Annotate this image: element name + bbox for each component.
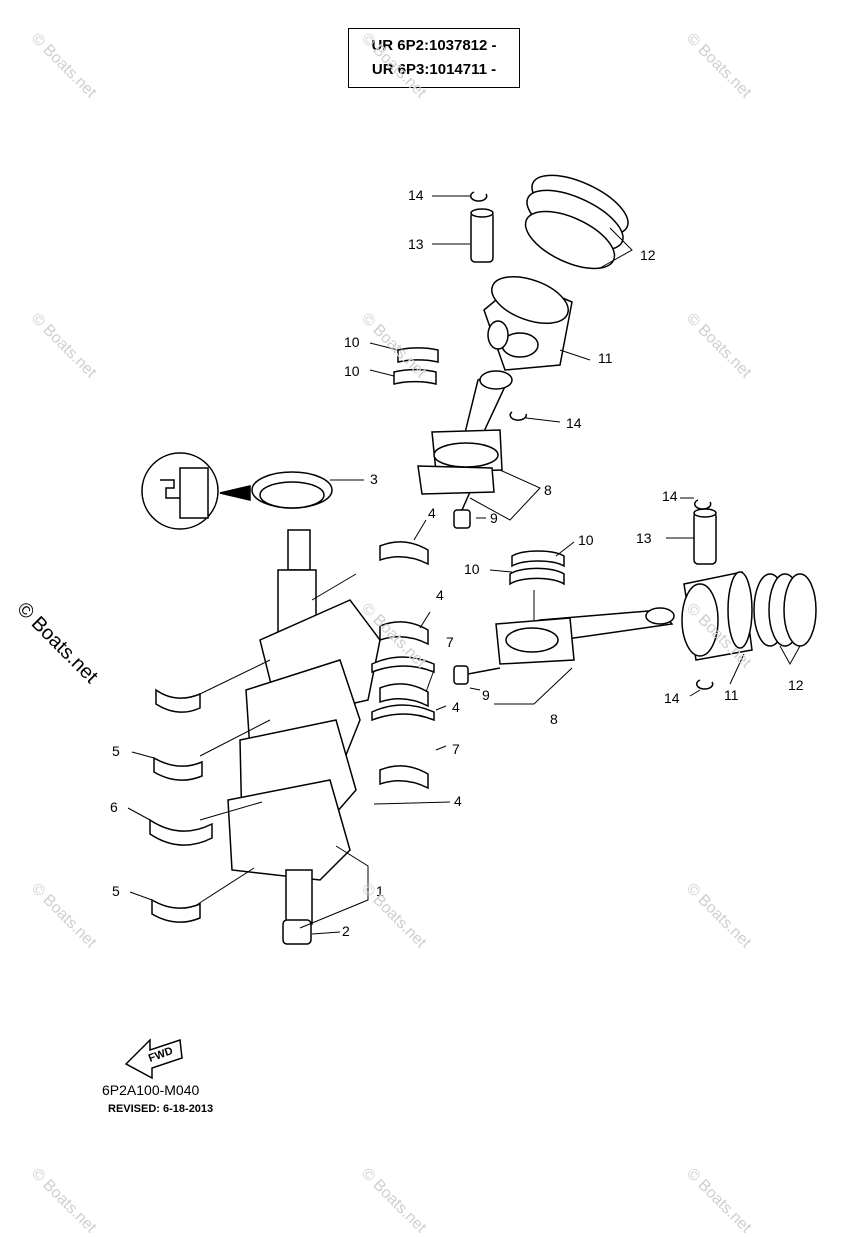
thrust-washer-2[interactable] bbox=[371, 704, 435, 722]
callout-10: 10 bbox=[344, 334, 360, 350]
piston-pin-upper[interactable] bbox=[470, 208, 494, 263]
connecting-rod-lower[interactable] bbox=[495, 607, 675, 665]
callout-13: 13 bbox=[408, 236, 424, 252]
piston-lower[interactable] bbox=[681, 571, 753, 661]
callout-14: 14 bbox=[566, 415, 582, 431]
callout-2: 2 bbox=[342, 923, 350, 939]
piston-pin-clip-upper-top[interactable] bbox=[469, 191, 488, 202]
main-bearing-3[interactable] bbox=[379, 683, 429, 708]
lower-main-bearing-5c[interactable] bbox=[151, 898, 201, 923]
callout-11: 11 bbox=[724, 687, 739, 703]
lower-main-bearing-5a[interactable] bbox=[155, 688, 201, 713]
bearing-upper-pair[interactable] bbox=[393, 347, 439, 385]
piston-pin-lower[interactable] bbox=[693, 508, 717, 565]
callout-14: 14 bbox=[408, 187, 424, 203]
serial-range-box: UR 6P2:1037812 - UR 6P3:1014711 - bbox=[348, 28, 520, 88]
callout-9: 9 bbox=[482, 687, 490, 703]
callout-4: 4 bbox=[436, 587, 444, 603]
callout-4: 4 bbox=[452, 699, 460, 715]
callout-14: 14 bbox=[662, 488, 678, 504]
fwd-arrow bbox=[124, 1038, 183, 1080]
callout-13: 13 bbox=[636, 530, 652, 546]
serial-line-6p2: UR 6P2:1037812 - bbox=[371, 37, 497, 54]
lower-main-bearing-5b[interactable] bbox=[153, 756, 203, 781]
callout-7: 7 bbox=[446, 634, 454, 650]
main-bearing-1[interactable] bbox=[379, 541, 429, 566]
main-bearing-4[interactable] bbox=[379, 765, 429, 790]
crank-gear[interactable] bbox=[282, 919, 312, 945]
inset-pointer bbox=[219, 485, 251, 501]
piston-ring-set-upper[interactable] bbox=[517, 163, 636, 280]
callout-10: 10 bbox=[464, 561, 480, 577]
lower-main-bearing-6[interactable] bbox=[149, 818, 213, 846]
crankshaft[interactable] bbox=[227, 529, 381, 925]
serial-line-6p3: UR 6P3:1014711 - bbox=[371, 61, 497, 78]
connecting-rod-upper[interactable] bbox=[417, 370, 513, 495]
piston-pin-clip-upper-bottom[interactable] bbox=[509, 411, 527, 421]
callout-1: 1 bbox=[376, 883, 384, 899]
callout-5: 5 bbox=[112, 883, 120, 899]
thrust-washer-1[interactable] bbox=[371, 656, 435, 674]
piston-pin-clip-lower-top[interactable] bbox=[693, 499, 712, 510]
callout-10: 10 bbox=[344, 363, 360, 379]
main-bearing-2[interactable] bbox=[379, 621, 429, 646]
callout-5: 5 bbox=[112, 743, 120, 759]
callout-7: 7 bbox=[452, 741, 460, 757]
oil-seal[interactable] bbox=[251, 471, 333, 509]
parts-diagram: 14 13 12 11 10 10 14 3 8 9 4 14 13 10 10… bbox=[110, 163, 817, 1080]
leader-lines bbox=[127, 195, 801, 935]
piston-upper[interactable] bbox=[483, 268, 574, 371]
callout-6: 6 bbox=[110, 799, 118, 815]
callout-12: 12 bbox=[788, 677, 804, 693]
piston-pin-clip-lower-bottom[interactable] bbox=[695, 679, 714, 690]
callout-4: 4 bbox=[454, 793, 462, 809]
callout-4: 4 bbox=[428, 505, 436, 521]
callout-3: 3 bbox=[370, 471, 378, 487]
callout-8: 8 bbox=[544, 482, 552, 498]
callout-12: 12 bbox=[640, 247, 656, 263]
bearing-lower-pair[interactable] bbox=[509, 550, 565, 586]
inset-detail bbox=[141, 452, 219, 530]
callout-14: 14 bbox=[664, 690, 680, 706]
rod-bolt-lower[interactable] bbox=[453, 665, 501, 685]
callout-11: 11 bbox=[598, 350, 613, 366]
diagram-code: 6P2A100-M040 bbox=[102, 1082, 200, 1098]
callout-8: 8 bbox=[550, 711, 558, 727]
rod-bolt-upper[interactable] bbox=[453, 491, 471, 529]
callout-9: 9 bbox=[490, 510, 498, 526]
piston-ring-set-lower[interactable] bbox=[753, 573, 817, 647]
callout-10: 10 bbox=[578, 532, 594, 548]
revision-date: REVISED: 6-18-2013 bbox=[108, 1103, 214, 1115]
